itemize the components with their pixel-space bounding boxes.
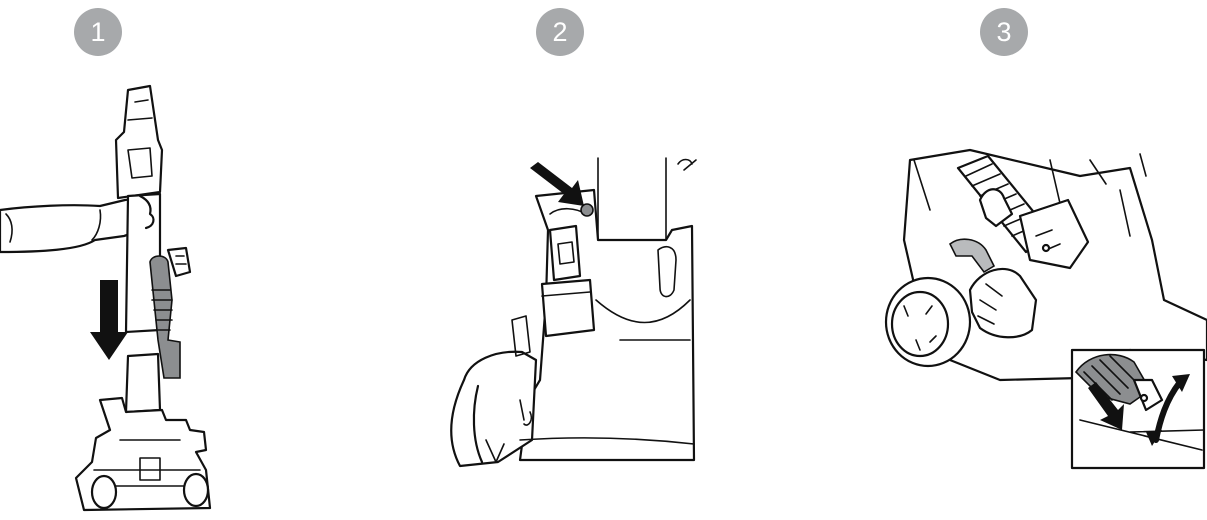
- step-3: 3: [800, 0, 1207, 520]
- step-2: 2: [400, 0, 800, 520]
- vacuum-release-button-illustration: [400, 0, 800, 520]
- vacuum-hose-disconnect-illustration: [800, 0, 1207, 520]
- step-1: 1: [0, 0, 400, 520]
- vacuum-detach-handle-illustration: [0, 0, 400, 520]
